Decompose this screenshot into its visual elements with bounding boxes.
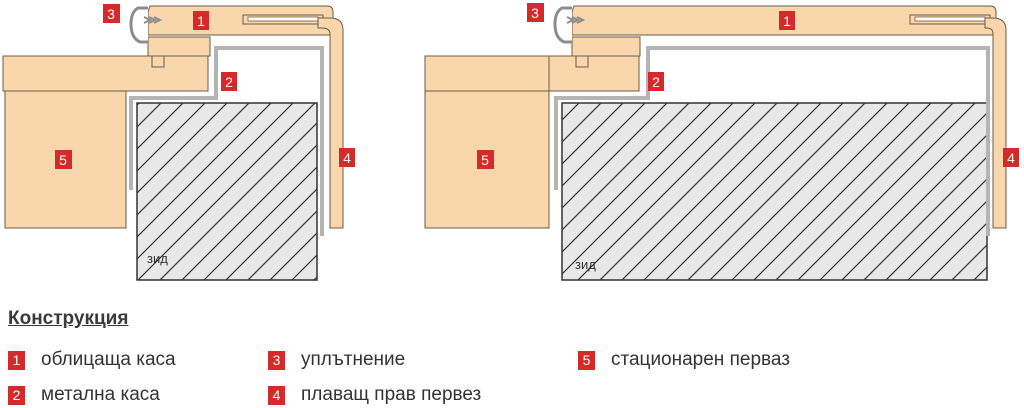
legend-badge: 3 (268, 350, 285, 370)
diagram-left: зид 1 2 3 (2, 4, 355, 281)
legend-item-4: 4 плаващ прав первез (268, 384, 481, 406)
badge-1-left: 1 (193, 11, 209, 30)
wall-label-left: зид (147, 251, 168, 266)
wall-label-right: зид (575, 257, 596, 272)
legend-title: Конструкция (8, 308, 129, 329)
legend-item-2: 2 метална каса (8, 384, 160, 406)
badge-1-right: 1 (779, 11, 795, 30)
legend-badge: 1 (8, 350, 25, 370)
frame-small-block-right (571, 36, 641, 57)
floating-architrave-left (317, 17, 344, 229)
badge-3-left: 3 (103, 4, 120, 23)
svg-text:2: 2 (652, 74, 660, 90)
construction-diagram: зид 1 2 3 (2, 3, 1019, 281)
legend-item-1: 1 облицаща каса (8, 349, 176, 371)
svg-text:4: 4 (1007, 150, 1015, 166)
frame-top-block-right (424, 55, 640, 92)
legend-badge: 5 (578, 350, 595, 370)
legend-badge: 4 (268, 385, 285, 405)
svg-text:5: 5 (59, 152, 67, 168)
badge-5-left: 5 (55, 150, 72, 169)
metal-frame-left (129, 46, 324, 236)
seal-left (129, 6, 163, 44)
svg-text:1: 1 (197, 13, 205, 29)
badge-3-right: 3 (527, 3, 544, 22)
diagram-right: зид 1 2 3 (424, 3, 1019, 281)
badge-2-right: 2 (648, 72, 664, 91)
floating-architrave-right (984, 17, 1007, 229)
svg-text:1: 1 (783, 13, 791, 29)
badge-2-left: 2 (221, 72, 237, 91)
legend-label: метална каса (41, 384, 160, 405)
svg-text:3: 3 (107, 6, 115, 22)
legend-badge: 2 (8, 385, 25, 405)
badge-4-left: 4 (339, 148, 355, 167)
badge-4-right: 4 (1003, 148, 1019, 167)
legend-item-3: 3 уплътнение (268, 349, 405, 371)
svg-text:3: 3 (531, 5, 539, 21)
frame-small-block-left (147, 36, 211, 57)
seal-right (553, 6, 586, 44)
legend-label: стационарен перваз (611, 349, 790, 370)
svg-text:5: 5 (481, 152, 489, 168)
svg-text:2: 2 (225, 74, 233, 90)
svg-text:4: 4 (343, 150, 351, 166)
frame-top-block-left (2, 55, 209, 92)
legend-label: плаващ прав первез (301, 384, 482, 405)
legend-label: облицаща каса (41, 349, 176, 370)
badge-5-right: 5 (477, 150, 494, 169)
legend-item-5: 5 стационарен перваз (578, 349, 790, 371)
legend-label: уплътнение (301, 349, 406, 370)
